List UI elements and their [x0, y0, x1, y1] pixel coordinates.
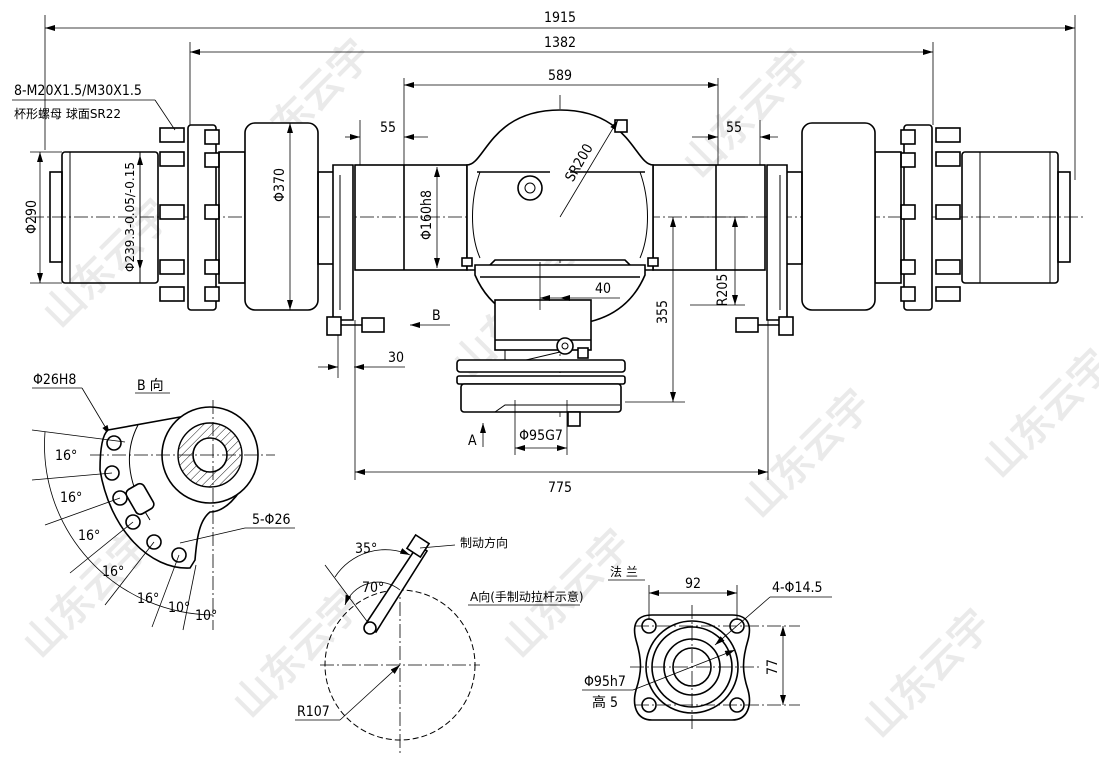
angle-label: 16°	[137, 591, 159, 607]
angle-label: 16°	[55, 448, 77, 464]
dim-track: 775	[548, 480, 572, 496]
svg-text:山东云宇: 山东云宇	[735, 381, 881, 527]
view-b-hole: Φ26H8	[33, 372, 76, 388]
view-a-title: A向(手制动拉杆示意)	[470, 589, 584, 604]
dim-tube-dia: Φ160h8	[419, 190, 435, 240]
dim-height: 355	[655, 300, 671, 324]
nut-desc: 杯形螺母 球面SR22	[14, 107, 121, 121]
angle-label: 10°	[168, 600, 190, 616]
dim-lever-offset: 30	[388, 350, 404, 366]
svg-text:山东云宇: 山东云宇	[975, 341, 1099, 487]
view-b-arrow: B	[432, 308, 441, 324]
dim-drum-dia: Φ370	[272, 168, 288, 202]
view-a-angle2: 70°	[362, 580, 384, 596]
angle-label: 16°	[78, 528, 100, 544]
dim-offset-right: 55	[726, 120, 742, 136]
flange-pilot-height: 高 5	[592, 694, 618, 711]
dim-flange-span: 1382	[544, 35, 576, 51]
view-b-holes: 5-Φ26	[252, 512, 291, 528]
flange-holes: 4-Φ14.5	[772, 580, 823, 596]
flange-height: 77	[765, 659, 781, 675]
view-a-angle1: 35°	[355, 541, 377, 557]
dim-radius: R205	[715, 274, 731, 307]
angle-label: 16°	[102, 564, 124, 580]
flange-width: 92	[685, 576, 701, 592]
angle-label: 16°	[60, 490, 82, 506]
differential-housing	[456, 109, 659, 427]
dim-pinion-offset: 40	[595, 281, 611, 297]
view-b-title: B 向	[137, 378, 164, 394]
nut-spec: 8-M20X1.5/M30X1.5	[14, 83, 142, 99]
dim-offset-left: 55	[380, 120, 396, 136]
dim-hub-dia: Φ290	[24, 200, 40, 234]
dim-pilot: Φ95G7	[519, 428, 563, 444]
dim-bolt-circle: Φ239.3-0.05/-0.15	[123, 162, 137, 272]
view-b-lever: B 向 Φ26H8 5-Φ26 16° 16° 16° 16° 16° 1	[31, 372, 295, 631]
svg-text:山东云宇: 山东云宇	[855, 601, 1001, 747]
flange-view: 法 兰 92 77 4-Φ14.5 Φ95h7 高 5	[582, 565, 832, 730]
dimensions: 1915 1382 589 55 55 Φ290 Φ239.3-0.05/-0.…	[12, 10, 1076, 496]
view-a-radius: R107	[297, 704, 330, 720]
view-a-handbrake: 35° 70° 制动方向 A向(手制动拉杆示意) R107	[295, 533, 584, 755]
view-a-arrow: A	[468, 433, 477, 449]
flange-pilot: Φ95h7	[584, 674, 626, 690]
flange-title: 法 兰	[610, 565, 638, 579]
dim-housing: 589	[548, 68, 572, 84]
angle-label: 10°	[195, 608, 217, 624]
dim-overall: 1915	[544, 10, 576, 26]
view-a-direction: 制动方向	[460, 535, 508, 550]
lever-holes	[104, 435, 187, 563]
